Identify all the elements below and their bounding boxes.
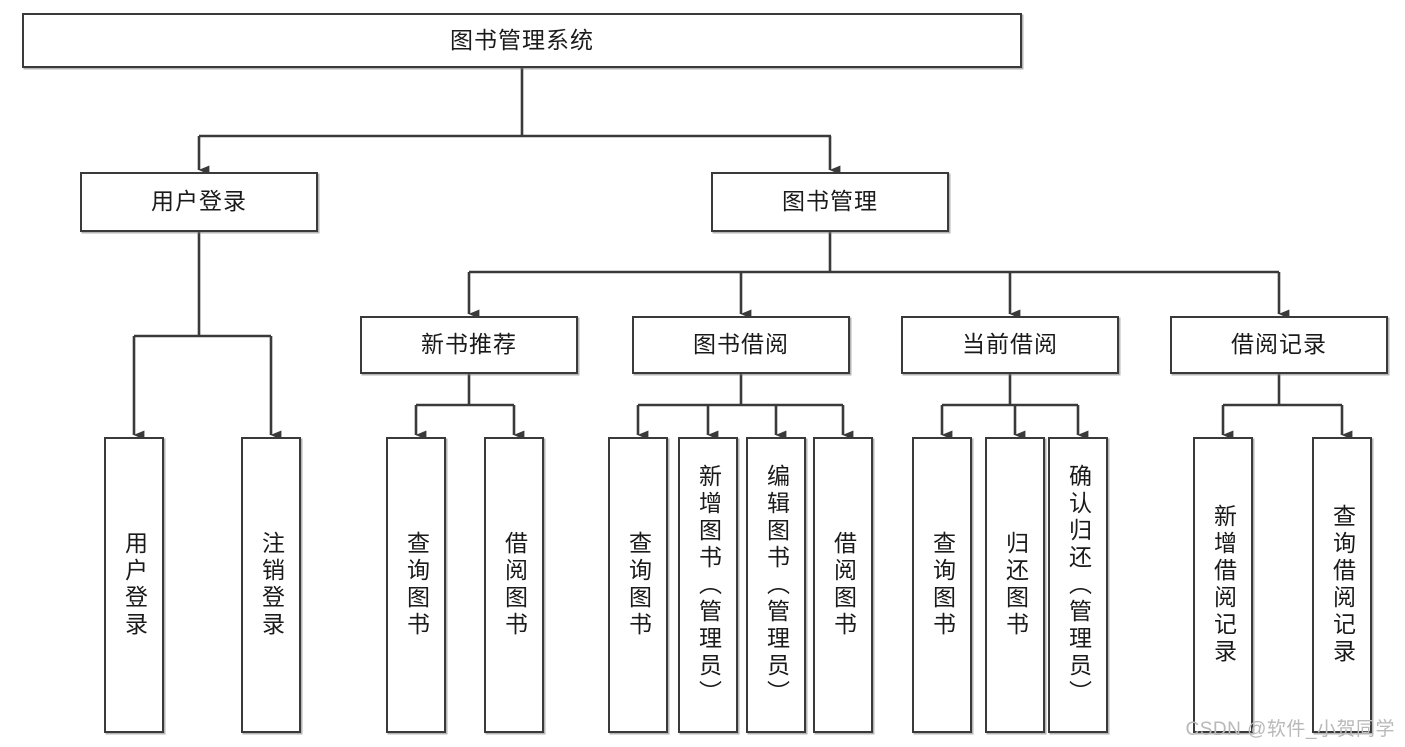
node-leaf-query-book-3-label: 查询图书 xyxy=(929,531,956,639)
node-leaf-query-book-3[interactable]: 查询图书 xyxy=(912,437,972,733)
node-new-book-recommend[interactable]: 新书推荐 xyxy=(360,316,578,374)
node-book-borrow[interactable]: 图书借阅 xyxy=(632,316,850,374)
node-book-manage[interactable]: 图书管理 xyxy=(711,172,949,232)
node-leaf-add-borrow-record[interactable]: 新增借阅记录 xyxy=(1193,437,1253,733)
node-book-borrow-label: 图书借阅 xyxy=(693,331,789,358)
node-book-manage-label: 图书管理 xyxy=(782,188,878,215)
node-leaf-user-login-label: 用户登录 xyxy=(121,531,148,639)
node-current-borrow-label: 当前借阅 xyxy=(962,331,1058,358)
node-leaf-borrow-book-1[interactable]: 借阅图书 xyxy=(484,437,544,733)
node-leaf-return-book-label: 归还图书 xyxy=(1002,531,1029,639)
node-leaf-query-book-2-label: 查询图书 xyxy=(625,531,652,639)
node-leaf-edit-book-admin-label: 编辑图书（管理员） xyxy=(763,463,790,707)
node-leaf-edit-book-admin[interactable]: 编辑图书（管理员） xyxy=(746,437,806,733)
node-root[interactable]: 图书管理系统 xyxy=(22,13,1022,68)
node-leaf-user-login[interactable]: 用户登录 xyxy=(104,437,164,733)
node-leaf-query-book-2[interactable]: 查询图书 xyxy=(608,437,668,733)
node-leaf-query-book-1-label: 查询图书 xyxy=(403,531,430,639)
node-leaf-query-borrow-record-label: 查询借阅记录 xyxy=(1329,504,1356,666)
node-leaf-add-book-admin[interactable]: 新增图书（管理员） xyxy=(678,437,738,733)
node-new-book-recommend-label: 新书推荐 xyxy=(421,331,517,358)
node-leaf-add-book-admin-label: 新增图书（管理员） xyxy=(695,463,722,707)
node-borrow-record[interactable]: 借阅记录 xyxy=(1170,316,1388,374)
node-leaf-borrow-book-1-label: 借阅图书 xyxy=(501,531,528,639)
node-user-login-label: 用户登录 xyxy=(151,188,247,215)
node-leaf-user-logout-label: 注销登录 xyxy=(258,531,285,639)
node-leaf-query-borrow-record[interactable]: 查询借阅记录 xyxy=(1312,437,1372,733)
node-borrow-record-label: 借阅记录 xyxy=(1231,331,1327,358)
node-leaf-borrow-book-2[interactable]: 借阅图书 xyxy=(813,437,873,733)
node-leaf-user-logout[interactable]: 注销登录 xyxy=(241,437,301,733)
node-leaf-confirm-return-admin[interactable]: 确认归还（管理员） xyxy=(1048,437,1108,733)
node-root-label: 图书管理系统 xyxy=(450,26,594,53)
node-leaf-query-book-1[interactable]: 查询图书 xyxy=(386,437,446,733)
node-user-login[interactable]: 用户登录 xyxy=(80,172,318,232)
node-current-borrow[interactable]: 当前借阅 xyxy=(901,316,1119,374)
node-leaf-return-book[interactable]: 归还图书 xyxy=(985,437,1045,733)
node-leaf-borrow-book-2-label: 借阅图书 xyxy=(830,531,857,639)
node-leaf-add-borrow-record-label: 新增借阅记录 xyxy=(1210,504,1237,666)
watermark-text: CSDN @软件_小贺同学 xyxy=(1185,719,1395,740)
node-leaf-confirm-return-admin-label: 确认归还（管理员） xyxy=(1065,463,1092,707)
